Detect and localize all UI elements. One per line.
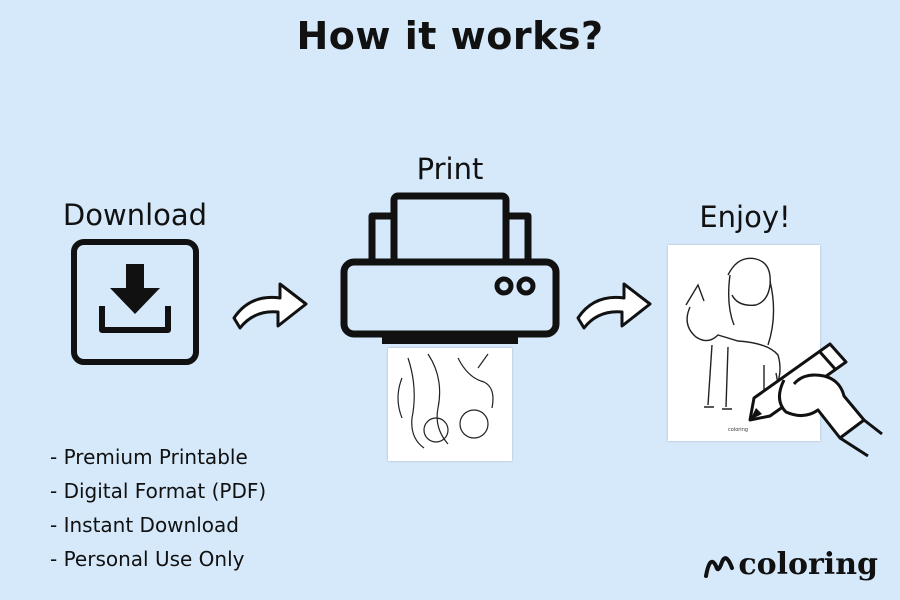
download-icon	[71, 239, 199, 365]
feature-item: - Personal Use Only	[50, 547, 245, 571]
arrow-right-icon	[232, 282, 308, 330]
coloring-page-preview	[397, 353, 494, 449]
printer-icon	[340, 192, 560, 344]
feature-list: - Premium Printable - Digital Format (PD…	[50, 440, 266, 576]
step-label-print: Print	[416, 152, 484, 186]
brand-name: coloring	[738, 547, 878, 582]
feature-item: - Premium Printable	[50, 445, 248, 469]
step-label-download: Download	[62, 198, 208, 232]
feature-item: - Instant Download	[50, 513, 239, 537]
page-title: How it works?	[296, 14, 604, 58]
svg-text:coloring: coloring	[728, 427, 748, 433]
step-label-enjoy: Enjoy!	[699, 200, 791, 234]
printed-page	[388, 348, 512, 461]
hand-pencil-icon	[748, 342, 883, 458]
arrow-right-icon	[576, 282, 652, 330]
brand-mark-icon	[704, 555, 735, 578]
feature-item: - Digital Format (PDF)	[50, 479, 267, 503]
brand-logo: coloring	[702, 547, 878, 582]
unicorn-coloring-illustration: coloring	[685, 257, 788, 433]
